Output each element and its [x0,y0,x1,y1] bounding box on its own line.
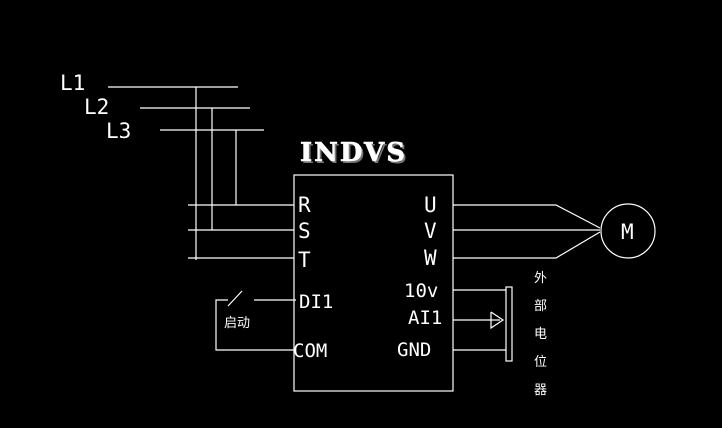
terminal-v: V [424,219,437,243]
terminal-gnd: GND [397,339,431,361]
brand-shadow: INDVS [302,140,409,170]
terminal-t: T [298,248,311,272]
motor-wiring: M [453,203,656,259]
terminal-com: COM [293,340,327,362]
terminal-r: R [298,193,311,217]
pot-label-char-1: 外 [534,271,547,286]
wiper-arrow-icon [490,311,505,330]
pot-label-char-3: 电 [534,327,547,342]
phase-label-l2: L2 [84,95,109,119]
terminal-s: S [298,219,311,243]
output-w-wire [453,231,601,259]
motor-symbol [600,203,656,259]
start-switch-circuit: 启动 [215,290,296,351]
com-wire [215,299,294,351]
terminal-w: W [424,246,437,270]
switch-contact [227,290,243,307]
terminal-u: U [424,193,437,217]
potentiometer-circuit: 外 部 电 位 器 [453,271,547,398]
brand-logo: INDVS [300,138,407,168]
pot-label-char-5: 器 [534,383,547,398]
terminal-10v: 10v [404,280,438,302]
output-u-wire [453,204,601,229]
phase-label-l3: L3 [106,119,131,143]
drive-unit: INDVS INDVS R S T DI1 COM U V W 10v AI1 … [293,138,454,392]
phase-label-l1: L1 [60,71,85,95]
terminal-ai1: AI1 [408,307,442,329]
pot-label-char-4: 位 [534,355,547,370]
potentiometer-body [505,286,513,362]
motor-label: M [621,220,634,244]
supply-lines: L1 L2 L3 [60,71,294,260]
terminal-di1: DI1 [299,291,333,313]
start-switch-label: 启动 [224,316,250,331]
drive-box [293,174,454,392]
pot-label-char-2: 部 [534,299,547,314]
